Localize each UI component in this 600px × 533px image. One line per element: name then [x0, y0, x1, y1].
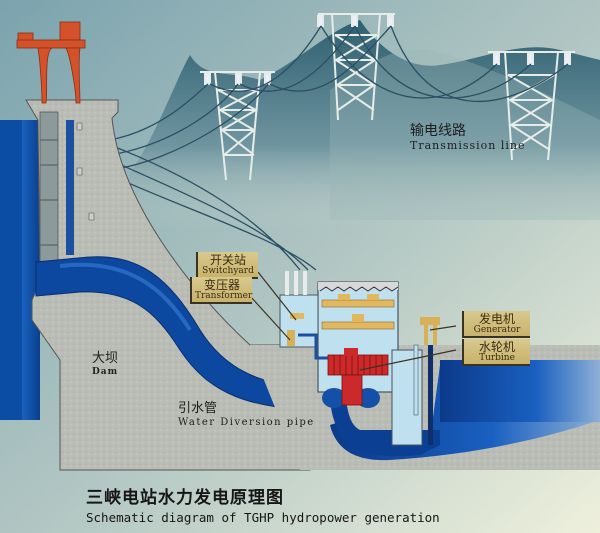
switchyard-building	[279, 271, 332, 360]
diagram-title-zh: 三峡电站水力发电原理图	[86, 488, 284, 508]
tag-switchyard: 开关站 Switchyard	[196, 252, 258, 279]
turbine-generator-unit	[322, 348, 389, 408]
tag-generator-zh: 发电机	[478, 312, 515, 326]
tag-turbine-en: Turbine	[479, 353, 515, 363]
diagram-title: 三峡电站水力发电原理图 Schematic diagram of TGHP hy…	[86, 483, 440, 525]
tag-transformer-en: Transformer	[195, 291, 253, 301]
gate-mechanism	[413, 317, 440, 445]
tag-turbine: 水轮机 Turbine	[462, 339, 530, 366]
gantry-crane	[16, 21, 86, 104]
label-water-diversion-pipe: 引水管 Water Diversion pipe	[178, 402, 315, 428]
label-transmission-line-en: Transmission line	[410, 139, 526, 152]
leader-lines	[249, 271, 457, 371]
tag-generator-en: Generator	[473, 325, 521, 335]
tag-transformer-zh: 变压器	[203, 278, 240, 292]
label-dam: 大坝 Dam	[92, 352, 118, 377]
tag-switchyard-zh: 开关站	[209, 253, 246, 267]
label-dam-en: Dam	[92, 367, 119, 377]
power-lines	[109, 25, 569, 271]
label-water-diversion-pipe-en: Water Diversion pipe	[178, 417, 315, 428]
transmission-tower-3	[488, 51, 575, 161]
tag-switchyard-en: Switchyard	[202, 266, 254, 276]
diagram-title-en: Schematic diagram of TGHP hydropower gen…	[86, 510, 440, 525]
tag-transformer: 变压器 Transformer	[190, 277, 252, 304]
transmission-tower-1	[200, 71, 275, 181]
tag-generator: 发电机 Generator	[462, 311, 530, 338]
tag-turbine-zh: 水轮机	[478, 340, 515, 354]
label-dam-zh: 大坝	[92, 351, 119, 366]
label-water-diversion-pipe-zh: 引水管	[178, 401, 218, 416]
label-transmission-line: 输电线路 Transmission line	[410, 124, 525, 151]
label-transmission-line-zh: 输电线路	[410, 123, 466, 139]
